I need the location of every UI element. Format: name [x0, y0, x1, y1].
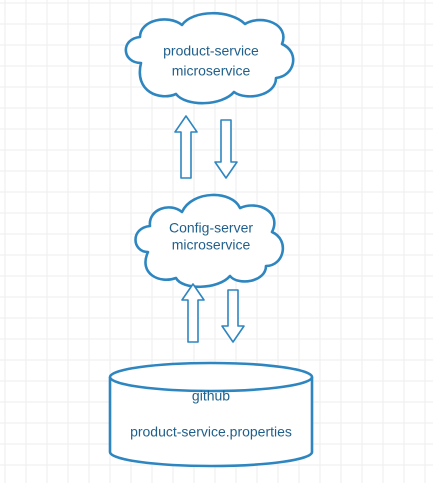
config-server-node[interactable]: Config-server microservice [134, 193, 285, 289]
github-node[interactable]: github product-service.properties [108, 361, 314, 468]
config-server-cloud-shape [134, 193, 285, 289]
github-cylinder-top [108, 361, 314, 393]
arrow-up-to-config-server [181, 283, 205, 343]
product-service-label-line1: product-service [163, 43, 259, 59]
github-file-label: product-service.properties [130, 424, 292, 440]
arrow-down-to-config-server [214, 119, 238, 179]
product-service-node[interactable]: product-service microservice [124, 12, 295, 105]
config-server-label-line2: microservice [172, 237, 251, 253]
arrow-up-to-product-service [174, 115, 198, 179]
product-service-cloud-shape [124, 12, 295, 105]
config-server-label-line1: Config-server [169, 220, 253, 236]
arrow-down-to-github [221, 289, 245, 343]
product-service-label-line2: microservice [172, 63, 251, 79]
github-label: github [192, 388, 230, 404]
github-cylinder-body [108, 377, 314, 468]
